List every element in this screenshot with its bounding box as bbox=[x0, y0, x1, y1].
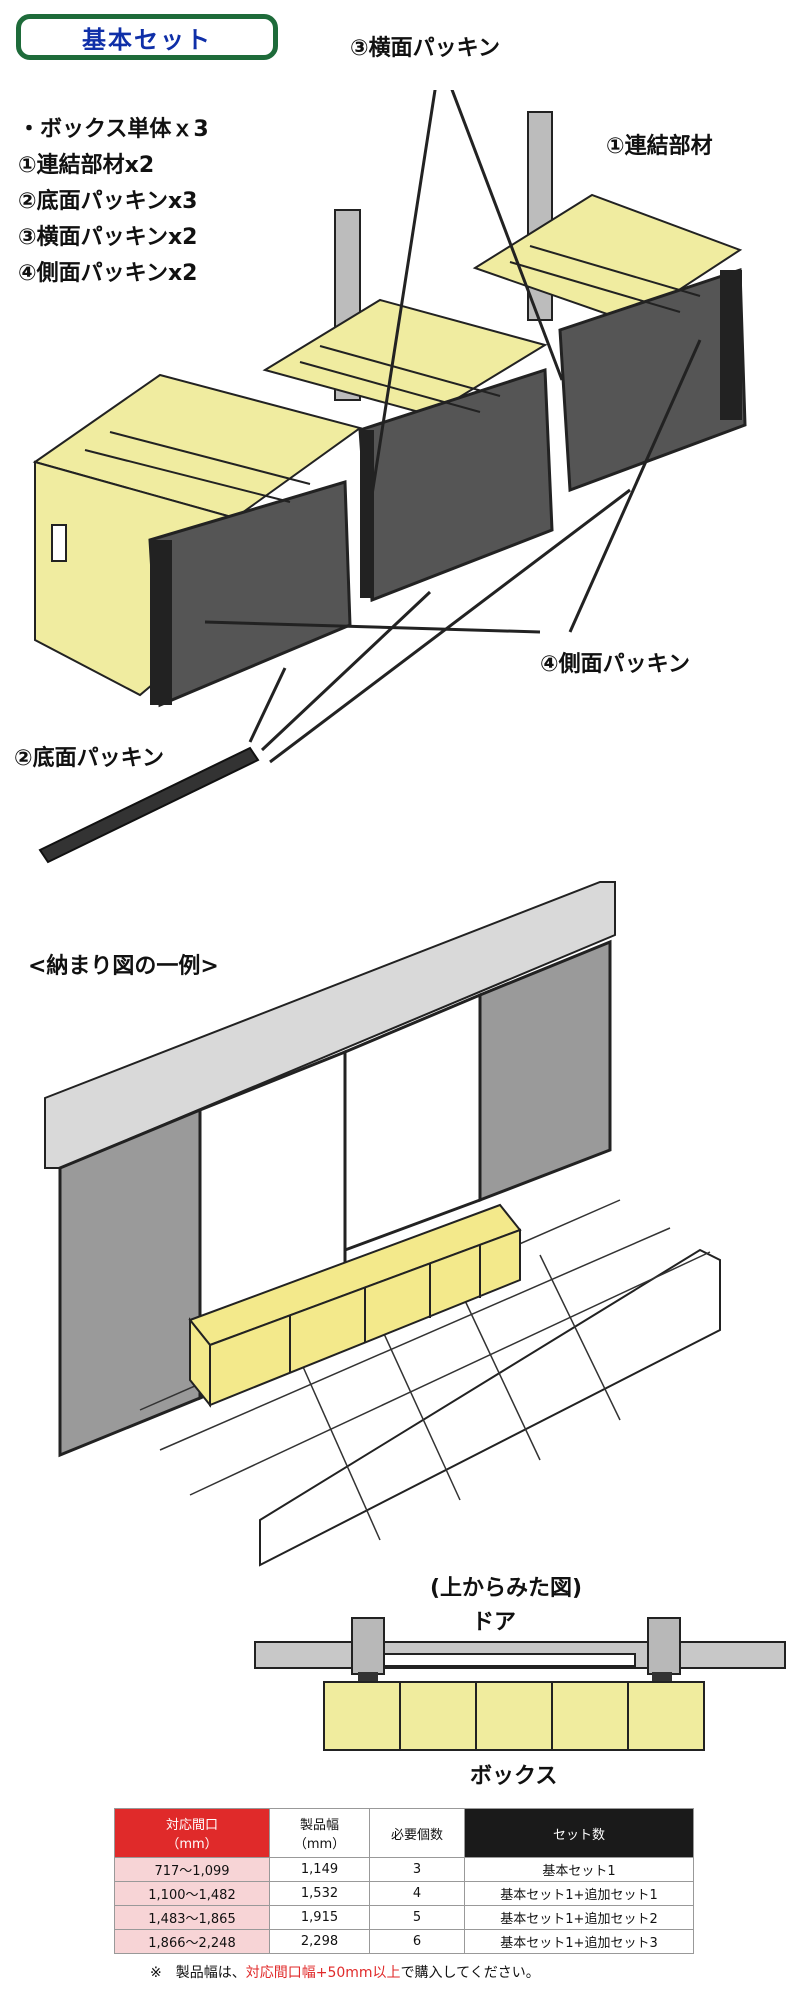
box-unit-1 bbox=[32, 373, 363, 708]
exploded-diagram bbox=[32, 90, 747, 864]
header-width: 製品幅 （mm） bbox=[269, 1808, 370, 1858]
table-row: 1,100〜1,482 1,532 4 基本セット1+追加セット1 bbox=[114, 1881, 694, 1906]
parts-item: ③横面パッキンx2 bbox=[18, 225, 198, 250]
top-view-diagram bbox=[254, 1617, 786, 1751]
door-post-right bbox=[647, 1617, 681, 1675]
spec-table: 対応間口 （mm） 製品幅 （mm） 必要個数 セット数 717〜1,099 1… bbox=[114, 1808, 694, 1954]
parts-list: ・ボックス単体ｘ3 ①連結部材x2 ②底面パッキンx3 ③横面パッキンx2 ④側… bbox=[18, 112, 209, 292]
header-opening: 対応間口 （mm） bbox=[114, 1808, 270, 1858]
footnote-suffix: で購入してください。 bbox=[400, 1965, 540, 1981]
door-post-left bbox=[351, 1617, 385, 1675]
table-row: 1,866〜2,248 2,298 6 基本セット1+追加セット3 bbox=[114, 1929, 694, 1954]
callout-side-packing: ③横面パッキン bbox=[350, 36, 500, 61]
arrows bbox=[204, 90, 702, 764]
gasket-right bbox=[652, 1672, 672, 1682]
gasket-left bbox=[358, 1672, 378, 1682]
footnote: ※ 製品幅は、対応間口幅+50mm以上で購入してください。 bbox=[150, 1962, 540, 1982]
top-view-caption: (上からみた図) bbox=[430, 1576, 583, 1601]
parts-item: ④側面パッキンx2 bbox=[18, 261, 198, 286]
parts-item: ②底面パッキンx3 bbox=[18, 189, 198, 214]
callout-connector: ①連結部材 bbox=[606, 134, 713, 159]
floor-step bbox=[259, 1248, 721, 1567]
glass-panel-left bbox=[58, 1107, 202, 1458]
top-view-boxes bbox=[323, 1681, 705, 1751]
header-count: 必要個数 bbox=[369, 1808, 465, 1858]
header-sets: セット数 bbox=[464, 1808, 694, 1858]
footnote-highlight: 対応間口幅+50mm以上 bbox=[245, 1965, 401, 1981]
callout-bottom-packing: ②底面パッキン bbox=[14, 746, 164, 771]
top-view-door-label: ドア bbox=[472, 1610, 517, 1635]
parts-item: ①連結部材x2 bbox=[18, 153, 155, 178]
table-row: 717〜1,099 1,149 3 基本セット1 bbox=[114, 1857, 694, 1882]
box-row bbox=[188, 1203, 522, 1408]
parts-item: ・ボックス単体ｘ3 bbox=[18, 117, 209, 142]
door-opening-right bbox=[343, 992, 482, 1253]
table-row: 1,483〜1,865 1,915 5 基本セット1+追加セット2 bbox=[114, 1905, 694, 1930]
badge-title: 基本セット bbox=[82, 25, 212, 54]
box-unit-2 bbox=[262, 298, 554, 603]
bottom-packing-strip bbox=[38, 746, 260, 864]
set-badge: 基本セット bbox=[16, 14, 278, 60]
top-view-box-label: ボックス bbox=[470, 1764, 558, 1789]
header-beam bbox=[44, 881, 616, 1169]
example-caption: <納まり図の一例> bbox=[28, 954, 219, 979]
installation-diagram bbox=[44, 881, 721, 1567]
door-panel bbox=[369, 1653, 636, 1667]
box-unit-3 bbox=[472, 193, 747, 493]
footnote-prefix: ※ 製品幅は、 bbox=[150, 1965, 246, 1981]
callout-lateral-packing: ④側面パッキン bbox=[540, 652, 690, 677]
table-header-row: 対応間口 （mm） 製品幅 （mm） 必要個数 セット数 bbox=[114, 1808, 694, 1858]
